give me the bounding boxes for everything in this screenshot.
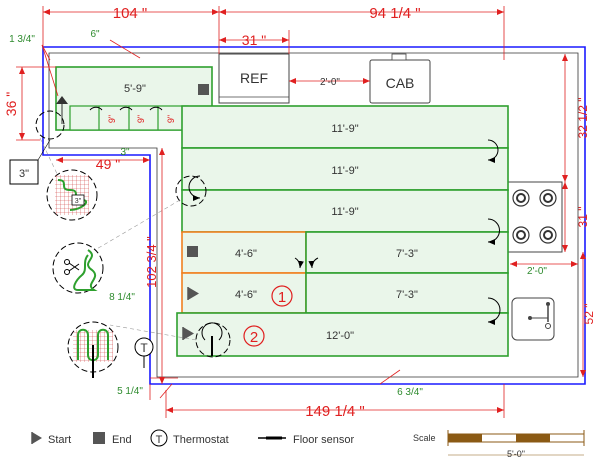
mat-closet-label: 5'-9": [124, 83, 146, 95]
mat-row2: [181, 147, 509, 191]
heating-mats: 5'-9" 9" 9" 9" 11'-9" 11'-9" 11'-9" 4'-6…: [55, 66, 509, 357]
mat-row4: [305, 231, 509, 274]
legend-start: Start: [31, 432, 71, 446]
dim-left-offset: 1 3/4": [9, 34, 35, 45]
detail-sensor-placement: [67, 321, 119, 378]
start-marker-closet: [56, 96, 68, 124]
circuit-1: 1: [271, 285, 293, 307]
thermostat-icon: T: [134, 337, 154, 368]
dim-top-left: 104 ": [113, 5, 148, 22]
cooktop-burner-icon: [512, 189, 557, 244]
dim-left-long: 102 3/4 ": [144, 236, 159, 288]
scissors-icon: [64, 259, 80, 275]
scale-label: Scale: [413, 433, 436, 443]
mat-row6-label: 12'-0": [326, 330, 354, 342]
mat-small-a-label: 9": [107, 115, 117, 123]
end-marker-closet: [198, 84, 209, 95]
circuit-2: 2: [243, 325, 265, 347]
legend-end-label: End: [112, 434, 132, 446]
circuit-2-label: 2: [250, 329, 258, 346]
dim-clear-top: 2'-0": [320, 77, 340, 88]
fridge-fixture: REF: [218, 53, 290, 104]
floor-sensor-icon: [201, 322, 223, 356]
dimension-lines: [16, 6, 586, 418]
mat-row3: [181, 189, 509, 233]
cabinet-fixture: CAB: [369, 53, 431, 104]
mat-row1: [181, 105, 509, 149]
cooktop: [507, 181, 563, 253]
scale-bar: Scale 5'-0": [413, 430, 585, 459]
mat-small-b-label: 9": [136, 115, 146, 123]
legend-thermostat-label: Thermostat: [173, 434, 229, 446]
legend-start-label: Start: [48, 434, 71, 446]
thermostat-symbol: T: [140, 341, 148, 355]
gap-3in-box: 3": [9, 139, 51, 185]
detail-leaders: [39, 137, 197, 341]
dim-bottom-left-small: 5 1/4": [117, 386, 143, 397]
detail-callouts: [35, 110, 231, 358]
mat-row4-label: 7'-3": [396, 248, 418, 260]
cabinet-label: CAB: [386, 75, 415, 91]
scale-value: 5'-0": [507, 449, 525, 459]
mat-orange2-label: 4'-6": [235, 289, 257, 301]
dim-left-height: 36 ": [3, 92, 19, 116]
sink-icon: [511, 297, 555, 341]
dim-top-offset: 6": [90, 29, 100, 40]
mat-row2-label: 11'-9": [331, 165, 358, 177]
circuit-1-label: 1: [278, 289, 286, 306]
dim-right-bottom: 52 ": [582, 304, 596, 325]
dim-top-right: 94 1/4 ": [369, 5, 420, 22]
dim-clear-right: 2'-0": [527, 266, 547, 277]
gap-3in-box-label: 3": [19, 168, 29, 180]
dim-bottom-right-small: 6 3/4": [397, 387, 423, 398]
dim-gap-3in-label: 3": [120, 147, 130, 158]
mat-orange1: [181, 231, 307, 274]
start-marker-orange: [187, 287, 199, 300]
detail-cut: [52, 242, 104, 294]
dim-left-small-gap: 8 1/4": [109, 292, 135, 303]
inset-3in-label: 3": [75, 198, 82, 205]
mat-orange1-label: 4'-6": [235, 248, 257, 260]
mat-orange2: [181, 272, 307, 314]
fridge-label: REF: [240, 70, 268, 86]
dim-right-mid: 31 ": [576, 207, 590, 228]
legend-floor-sensor-label: Floor sensor: [293, 434, 354, 446]
mat-row5: [305, 272, 509, 314]
dim-right-top: 32 1/2 ": [576, 98, 590, 139]
legend-thermostat: T Thermostat: [150, 429, 229, 447]
legend-floor-sensor: Floor sensor: [258, 434, 354, 446]
detail-mat-start: 3": [46, 169, 98, 221]
mat-row5-label: 7'-3": [396, 289, 418, 301]
legend-end: End: [93, 432, 132, 446]
dim-bottom-total: 149 1/4 ": [305, 403, 365, 420]
legend-thermostat-symbol: T: [156, 434, 163, 446]
mat-row3-label: 11'-9": [331, 206, 358, 218]
mat-row1-label: 11'-9": [331, 123, 358, 135]
dim-fridge-width: 31 ": [242, 32, 266, 48]
mat-small-c-label: 9": [166, 115, 176, 123]
mat-row6: [176, 312, 509, 357]
start-marker-row6: [182, 327, 194, 340]
end-marker-orange: [187, 246, 198, 257]
dim-closet-width: 49 ": [96, 156, 120, 172]
legend: Start End T Thermostat Floor sensor Scal…: [31, 429, 585, 459]
dimension-labels: 104 " 94 1/4 " 31 " 1 3/4" 6" 36 " 49 " …: [3, 5, 596, 420]
